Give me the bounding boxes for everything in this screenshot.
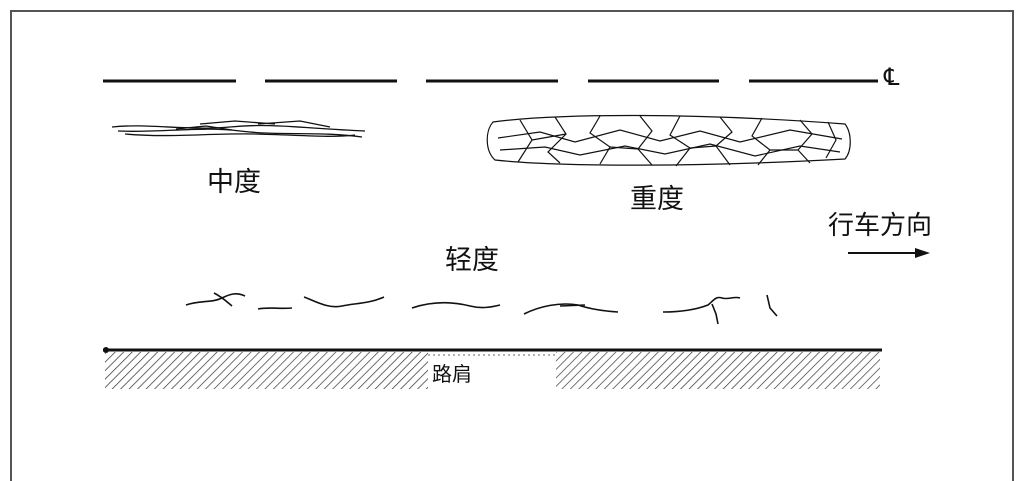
diagram-frame — [10, 10, 1014, 481]
moderate-crack — [111, 120, 366, 138]
direction-arrow-icon — [848, 248, 930, 258]
shoulder-hatch-left — [105, 352, 428, 389]
moderate-label: 中度 — [207, 167, 261, 198]
centerline-symbol: ℄ — [884, 63, 900, 91]
severe-crack — [486, 114, 851, 167]
slight-label: 轻度 — [445, 245, 499, 276]
severe-label: 重度 — [630, 184, 684, 215]
travel-direction-label: 行车方向 — [828, 211, 933, 241]
shoulder-hatch-right — [556, 352, 880, 389]
slight-crack — [185, 292, 778, 325]
shoulder-label: 路肩 — [432, 362, 472, 386]
road-edge — [103, 347, 882, 353]
